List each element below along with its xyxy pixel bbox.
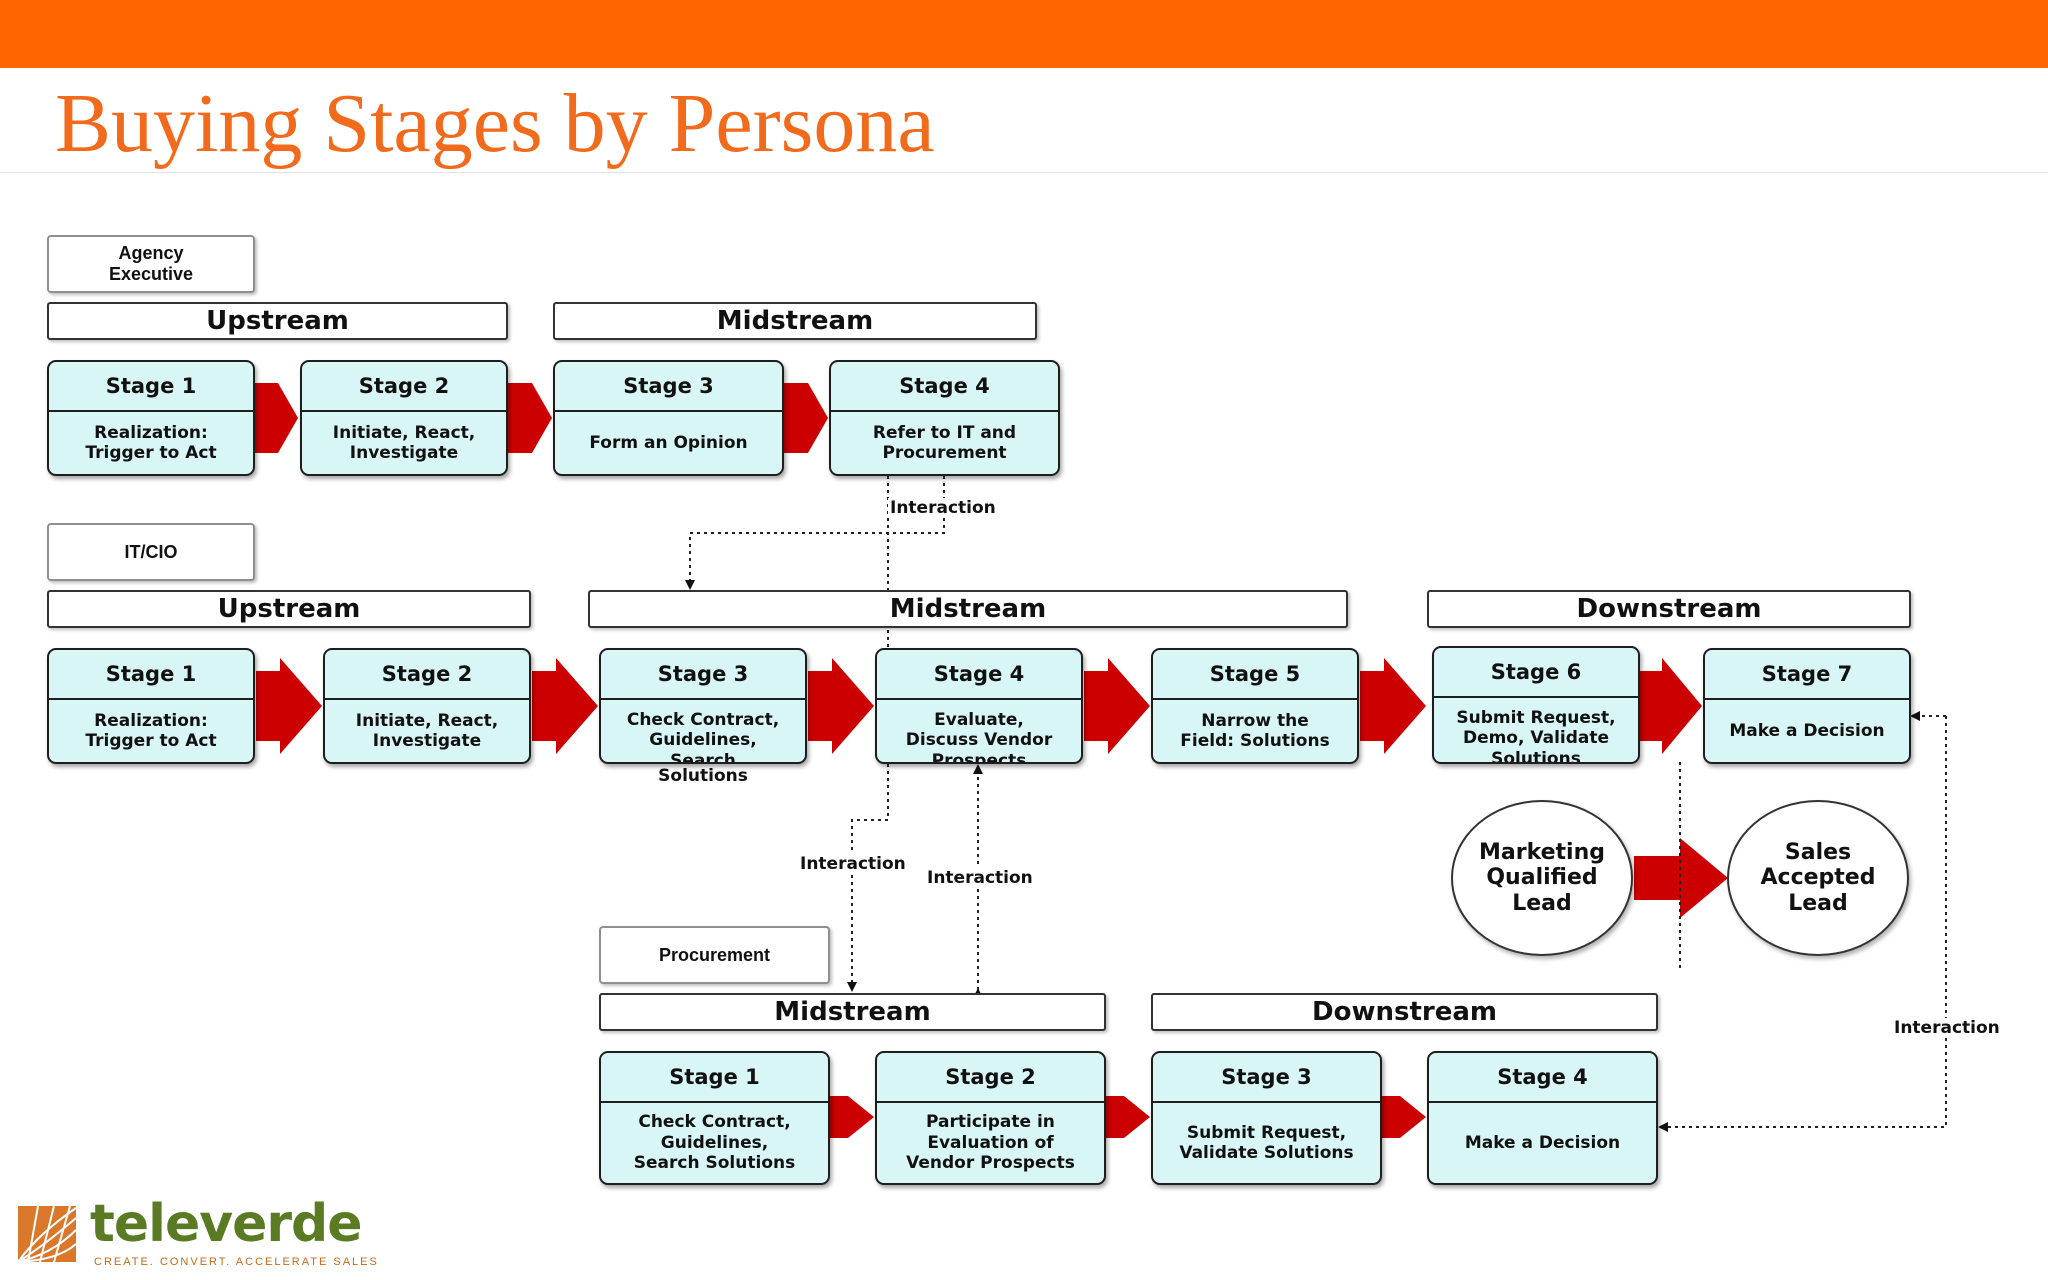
flow-arrow [784, 383, 828, 453]
stage-text: Initiate, React, Investigate [332, 422, 476, 463]
stage-label: Stage 3 [555, 362, 782, 412]
persona-procurement: Procurement [599, 926, 830, 984]
header-bar [0, 0, 2048, 68]
procurement-stage-1: Stage 1 Check Contract, Guidelines, Sear… [599, 1051, 830, 1185]
stage-label: Stage 7 [1705, 650, 1909, 700]
it-stage-1: Stage 1 Realization: Trigger to Act [47, 648, 255, 764]
flow-arrow [1106, 1096, 1150, 1138]
agency-midstream-header: Midstream [553, 302, 1037, 340]
procurement-midstream-header: Midstream [599, 993, 1106, 1031]
stage-label: Stage 1 [49, 650, 253, 700]
interaction-label: Interaction [1892, 1018, 2002, 1038]
flow-arrow [830, 1096, 874, 1138]
title-divider [0, 172, 2048, 173]
stage-label: Stage 4 [1429, 1053, 1656, 1103]
stage-text: Check Contract, Guidelines, Search Solut… [633, 1112, 796, 1174]
it-stage-3: Stage 3 Check Contract, Guidelines, Sear… [599, 648, 807, 764]
procurement-downstream-header: Downstream [1151, 993, 1658, 1031]
it-stage-2: Stage 2 Initiate, React, Investigate [323, 648, 531, 764]
persona-agency-executive: Agency Executive [47, 235, 255, 293]
stage-text: Initiate, React, Investigate [355, 710, 499, 751]
flow-arrow [532, 658, 598, 754]
flow-arrow [1640, 658, 1702, 754]
stage-text: Check Contract, Guidelines, Search [626, 710, 780, 764]
stage-text: Make a Decision [1729, 720, 1885, 741]
it-stage-6: Stage 6 Submit Request, Demo, Validate S… [1432, 646, 1640, 764]
it-stage-4: Stage 4 Evaluate, Discuss Vendor Prospec… [875, 648, 1083, 764]
it-stage-5: Stage 5 Narrow the Field: Solutions [1151, 648, 1359, 764]
stage-label: Stage 1 [601, 1053, 828, 1103]
it-upstream-header: Upstream [47, 590, 531, 628]
flow-arrow [254, 383, 298, 453]
stage-label: Stage 4 [877, 650, 1081, 700]
stage-text: Submit Request, Validate Solutions [1179, 1122, 1354, 1163]
flow-arrow [256, 658, 322, 754]
stage-label: Stage 4 [831, 362, 1058, 412]
stage-label: Stage 5 [1153, 650, 1357, 700]
stage-label: Stage 3 [601, 650, 805, 700]
stage-text: Narrow the Field: Solutions [1180, 710, 1330, 751]
marketing-qualified-lead: Marketing Qualified Lead [1451, 800, 1633, 956]
persona-it-cio: IT/CIO [47, 523, 255, 581]
stage-text-overflow: Solutions [658, 766, 748, 786]
agency-upstream-header: Upstream [47, 302, 508, 340]
it-downstream-header: Downstream [1427, 590, 1911, 628]
agency-stage-1: Stage 1 Realization: Trigger to Act [47, 360, 255, 476]
stage-text: Form an Opinion [589, 432, 748, 453]
sales-accepted-lead: Sales Accepted Lead [1727, 800, 1909, 956]
procurement-stage-3: Stage 3 Submit Request, Validate Solutio… [1151, 1051, 1382, 1185]
stage-text: Participate in Evaluation of Vendor Pros… [906, 1112, 1075, 1174]
stage-label: Stage 1 [49, 362, 253, 412]
televerde-logo: televerde CREATE. CONVERT. ACCELERATE SA… [17, 1198, 377, 1270]
flow-arrow [508, 383, 552, 453]
interaction-label: Interaction [925, 868, 1035, 888]
stage-label: Stage 6 [1434, 648, 1638, 698]
stage-text: Refer to IT and Procurement [872, 422, 1017, 463]
flow-arrow [1382, 1096, 1426, 1138]
it-stage-7: Stage 7 Make a Decision [1703, 648, 1911, 764]
logo-name: televerde [90, 1194, 363, 1254]
agency-stage-2: Stage 2 Initiate, React, Investigate [300, 360, 508, 476]
stage-label: Stage 3 [1153, 1053, 1380, 1103]
it-midstream-header: Midstream [588, 590, 1348, 628]
procurement-stage-4: Stage 4 Make a Decision [1427, 1051, 1658, 1185]
lead-arrow [1634, 838, 1728, 918]
agency-stage-4: Stage 4 Refer to IT and Procurement [829, 360, 1060, 476]
flow-arrow [808, 658, 874, 754]
agency-stage-3: Stage 3 Form an Opinion [553, 360, 784, 476]
stage-text: Realization: Trigger to Act [85, 422, 217, 463]
procurement-stage-2: Stage 2 Participate in Evaluation of Ven… [875, 1051, 1106, 1185]
stage-text: Submit Request, Demo, Validate Solutions [1456, 708, 1616, 764]
stage-label: Stage 2 [325, 650, 529, 700]
logo-tagline: CREATE. CONVERT. ACCELERATE SALES [94, 1256, 379, 1268]
logo-mark-icon [17, 1205, 77, 1263]
stage-text: Evaluate, Discuss Vendor Prospects [905, 710, 1053, 764]
stage-label: Stage 2 [877, 1053, 1104, 1103]
stage-text: Make a Decision [1464, 1132, 1621, 1153]
flow-arrow [1360, 658, 1426, 754]
stage-text: Realization: Trigger to Act [85, 710, 217, 751]
page-title: Buying Stages by Persona [55, 77, 935, 170]
interaction-label: Interaction [798, 854, 908, 874]
interaction-connector [685, 476, 945, 590]
interaction-connector [847, 764, 889, 992]
stage-label: Stage 2 [302, 362, 506, 412]
flow-arrow [1084, 658, 1150, 754]
interaction-label: Interaction [888, 498, 998, 518]
